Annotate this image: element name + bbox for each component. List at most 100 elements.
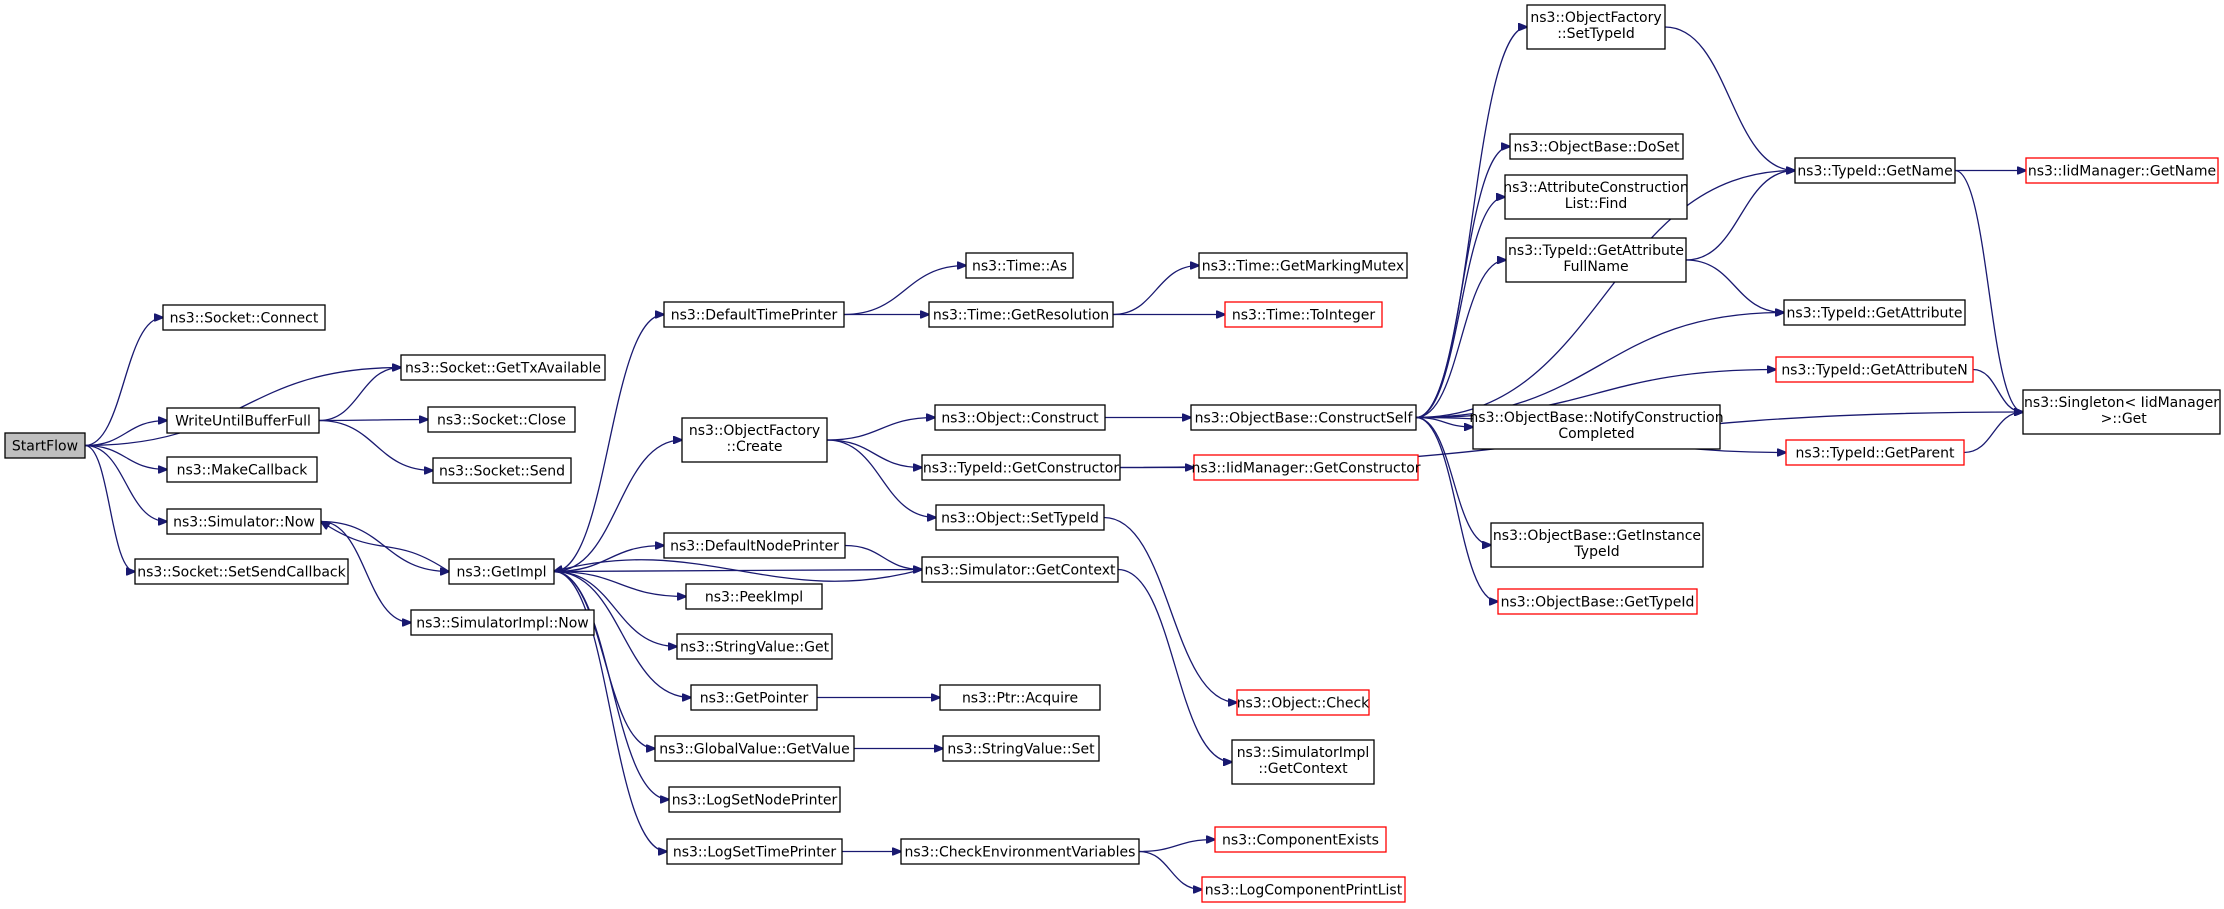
node-label: ns3::Socket::Connect: [170, 311, 319, 327]
node-n08[interactable]: ns3::Socket::SetSendCallback: [134, 558, 349, 585]
node-box: [1504, 174, 1688, 220]
node-n35[interactable]: ns3::ObjectFactory::SetTypeId: [1526, 4, 1666, 50]
node-n42[interactable]: ns3::Object::Check: [1236, 689, 1370, 716]
node-label: ns3::Socket::Close: [437, 413, 566, 429]
node-n29[interactable]: ns3::LogSetNodePrinter: [668, 786, 841, 813]
edge-n34-n35: [1415, 27, 1527, 419]
edge-n09-n23: [553, 570, 686, 597]
node-box: [1509, 133, 1684, 160]
node-label: ns3::Object::SetTypeId: [941, 511, 1099, 527]
edge-n00-n01: [84, 318, 163, 447]
node-n22[interactable]: ns3::Simulator::GetContext: [921, 556, 1119, 583]
edge-n34-n37: [1415, 197, 1505, 419]
node-label: ns3::SimulatorImpl::Now: [416, 616, 589, 632]
node-box: [1794, 157, 1956, 184]
node-box: [162, 304, 326, 331]
node-n39[interactable]: ns3::ObjectBase::NotifyConstructionCompl…: [1469, 404, 1724, 450]
node-n03[interactable]: WriteUntilBufferFull: [166, 407, 320, 434]
node-box: [1497, 588, 1698, 615]
node-n25[interactable]: ns3::GetPointer: [690, 684, 818, 711]
node-n45[interactable]: ns3::IidManager::GetName: [2025, 157, 2219, 184]
node-label: ns3::ObjectBase::NotifyConstruction: [1469, 410, 1723, 426]
node-label: ns3::StringValue::Set: [947, 742, 1095, 758]
node-n06[interactable]: ns3::MakeCallback: [166, 456, 318, 483]
node-label: ns3::Time::GetMarkingMutex: [1202, 259, 1404, 275]
edge-n09-n21: [553, 546, 664, 573]
node-box: [681, 417, 828, 463]
node-n21[interactable]: ns3::DefaultNodePrinter: [663, 532, 846, 559]
node-n46[interactable]: ns3::TypeId::GetAttribute: [1783, 299, 1966, 326]
node-label: ::Create: [727, 439, 783, 455]
node-n34[interactable]: ns3::ObjectBase::ConstructSelf: [1190, 404, 1417, 431]
node-n26[interactable]: ns3::Ptr::Acquire: [939, 684, 1101, 711]
node-box: [1236, 689, 1370, 716]
node-n15[interactable]: ns3::Time::ToInteger: [1224, 301, 1383, 328]
node-n07[interactable]: ns3::Simulator::Now: [166, 508, 322, 535]
edge-n09-n29: [553, 570, 669, 800]
node-label: ns3::StringValue::Get: [680, 640, 830, 656]
node-box: [939, 684, 1101, 711]
node-n36[interactable]: ns3::ObjectBase::DoSet: [1509, 133, 1684, 160]
node-n47[interactable]: ns3::TypeId::GetAttributeN: [1775, 356, 1974, 383]
node-n02[interactable]: ns3::Socket::GetTxAvailable: [400, 354, 606, 381]
node-label: Completed: [1558, 426, 1634, 442]
node-box: [654, 735, 855, 762]
edge-n34-n41: [1415, 416, 1498, 602]
node-label: ns3::Time::GetResolution: [933, 308, 1109, 324]
node-n27[interactable]: ns3::GlobalValue::GetValue: [654, 735, 855, 762]
node-box: [1201, 876, 1406, 903]
node-label: List::Find: [1565, 196, 1628, 212]
node-box: [1775, 356, 1974, 383]
node-n31[interactable]: ns3::CheckEnvironmentVariables: [900, 838, 1140, 865]
node-n19[interactable]: ns3::IidManager::GetConstructor: [1191, 454, 1421, 481]
edge-n21-n22: [844, 544, 922, 570]
node-box: [663, 301, 845, 328]
node-n05[interactable]: ns3::Socket::Send: [432, 457, 572, 484]
node-n04[interactable]: ns3::Socket::Close: [427, 406, 576, 433]
node-n30[interactable]: ns3::LogSetTimePrinter: [666, 838, 843, 865]
edge-n20-n42: [1103, 516, 1237, 703]
node-n48[interactable]: ns3::TypeId::GetParent: [1785, 439, 1965, 466]
edge-n13-n14: [1112, 266, 1199, 316]
node-box: [690, 684, 818, 711]
node-label: ns3::Singleton< IidManager: [2024, 395, 2219, 411]
edge-n09-n30: [553, 570, 667, 852]
node-box: [1224, 301, 1383, 328]
node-box: [166, 508, 322, 535]
node-box: [166, 407, 320, 434]
edge-n35-n44: [1664, 26, 1795, 171]
node-n32[interactable]: ns3::ComponentExists: [1214, 826, 1387, 853]
node-box: [2025, 157, 2219, 184]
node-box: [4, 432, 86, 459]
node-box: [1193, 454, 1419, 481]
node-n14[interactable]: ns3::Time::GetMarkingMutex: [1198, 252, 1408, 279]
node-n43[interactable]: ns3::SimulatorImpl::GetContext: [1231, 739, 1375, 785]
node-box: [427, 406, 576, 433]
node-n41[interactable]: ns3::ObjectBase::GetTypeId: [1497, 588, 1698, 615]
node-n49[interactable]: ns3::Singleton< IidManager >::Get: [2022, 389, 2221, 435]
node-label: ns3::TypeId::GetConstructor: [923, 461, 1119, 477]
node-n11[interactable]: ns3::DefaultTimePrinter: [663, 301, 845, 328]
node-n20[interactable]: ns3::Object::SetTypeId: [935, 504, 1105, 531]
node-n10[interactable]: ns3::SimulatorImpl::Now: [410, 609, 595, 636]
node-n09[interactable]: ns3::GetImpl: [448, 558, 555, 585]
node-n44[interactable]: ns3::TypeId::GetName: [1794, 157, 1956, 184]
node-box: [134, 558, 349, 585]
edge-n03-n05: [318, 419, 433, 471]
node-n28[interactable]: ns3::StringValue::Set: [942, 735, 1100, 762]
node-n23[interactable]: ns3::PeekImpl: [685, 583, 823, 610]
node-n16[interactable]: ns3::ObjectFactory::Create: [681, 417, 828, 463]
node-n18[interactable]: ns3::TypeId::GetConstructor: [921, 454, 1121, 481]
node-n00[interactable]: StartFlow: [4, 432, 86, 459]
node-n12[interactable]: ns3::Time::As: [965, 252, 1074, 279]
node-n17[interactable]: ns3::Object::Construct: [934, 404, 1106, 431]
node-label: ns3::AttributeConstruction: [1503, 180, 1688, 196]
node-n13[interactable]: ns3::Time::GetResolution: [928, 301, 1114, 328]
node-box: [1231, 739, 1375, 785]
node-n01[interactable]: ns3::Socket::Connect: [162, 304, 326, 331]
node-n24[interactable]: ns3::StringValue::Get: [676, 633, 833, 660]
node-n33[interactable]: ns3::LogComponentPrintList: [1201, 876, 1406, 903]
